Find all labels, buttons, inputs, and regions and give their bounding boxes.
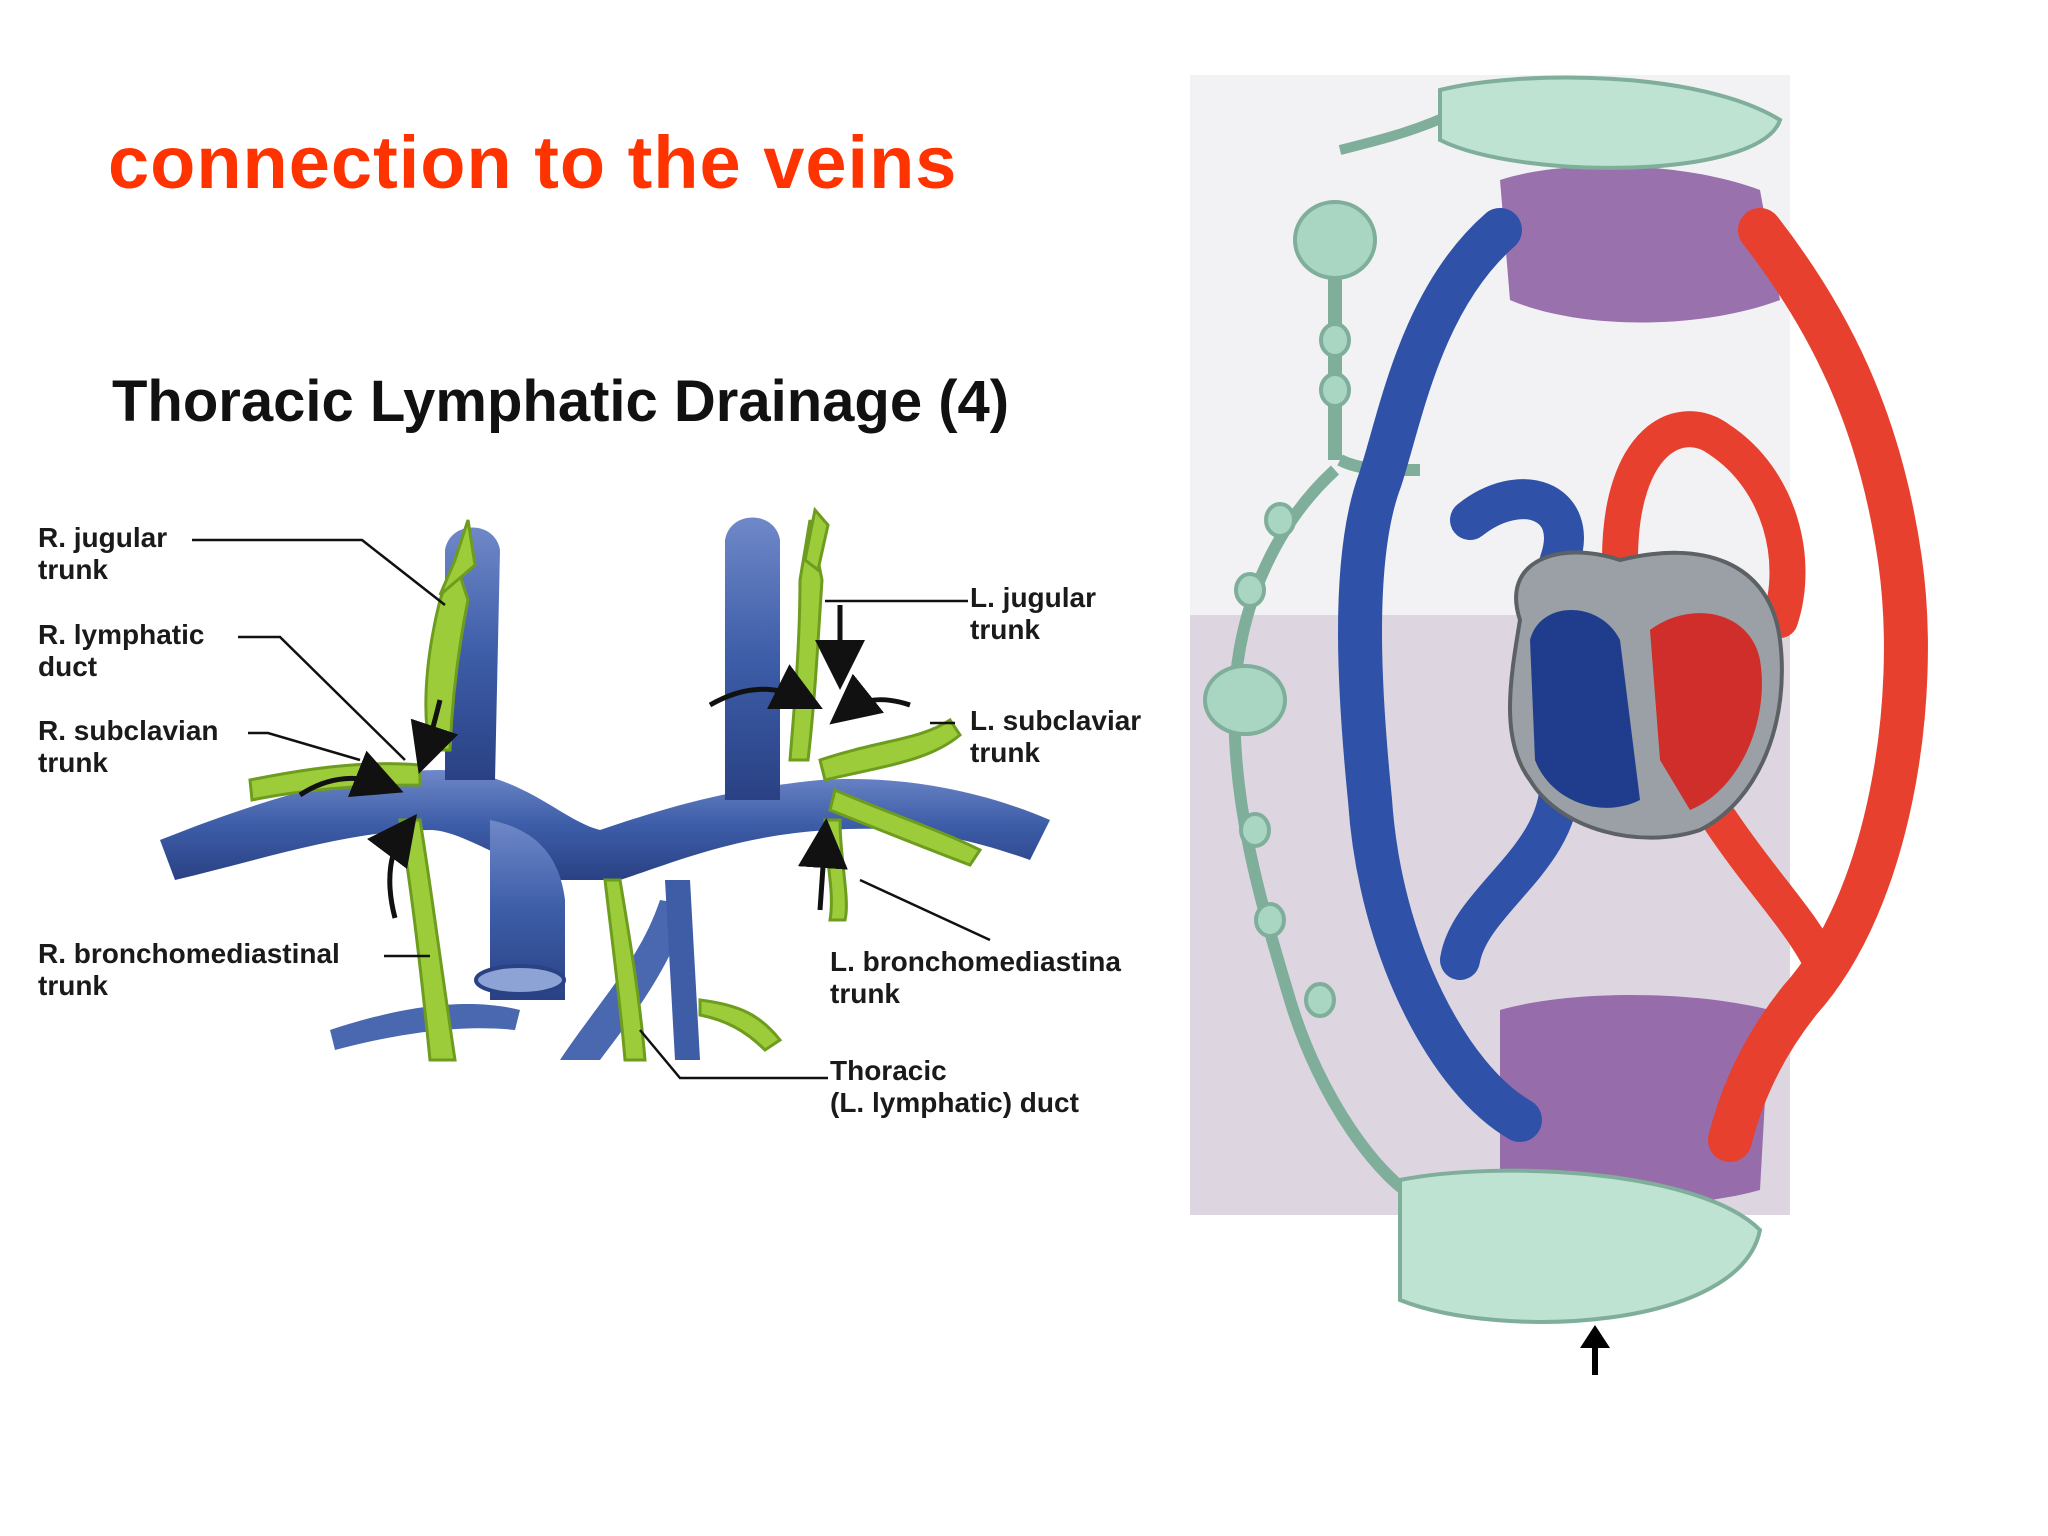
leader-lines [192, 538, 991, 1080]
label-l-jugular-trunk: L. jugular trunk [970, 582, 1096, 646]
label-line: (L. lymphatic) duct [830, 1087, 1079, 1118]
label-thoracic-duct: Thoracic (L. lymphatic) duct [830, 1055, 1079, 1119]
label-line: Thoracic [830, 1055, 947, 1086]
lymph-vessel-chain [1203, 105, 1463, 1206]
label-r-bronchomediastinal-trunk: R. bronchomediastinal trunk [38, 938, 340, 1002]
arterial-arch [1602, 411, 1806, 638]
label-line: L. bronchomediastina [830, 946, 1121, 977]
label-r-jugular-trunk: R. jugular trunk [38, 522, 167, 586]
label-line: trunk [38, 747, 108, 778]
label-line: R. lymphatic [38, 619, 205, 650]
veins [160, 517, 1050, 1060]
label-l-subclavian-trunk: L. subclaviar trunk [970, 705, 1141, 769]
label-line: R. jugular [38, 522, 168, 553]
label-line: R. bronchomediastinal [38, 938, 340, 969]
slide-title: connection to the veins [108, 121, 958, 204]
label-l-bronchomediastinal-trunk: L. bronchomediastina trunk [830, 946, 1121, 1010]
label-line: trunk [830, 978, 900, 1009]
label-r-subclavian-trunk: R. subclavian trunk [38, 715, 219, 779]
capillary-bed-bottom [1398, 995, 1770, 1324]
label-r-lymphatic-duct: R. lymphatic duct [38, 619, 204, 683]
venous-loop [1338, 208, 1542, 1142]
figure-title: Thoracic Lymphatic Drainage (4) [112, 369, 1010, 434]
label-line: trunk [970, 614, 1040, 645]
label-line: L. subclaviar [970, 705, 1142, 736]
flow-arrows [298, 605, 911, 919]
label-line: trunk [38, 970, 108, 1001]
bottom-arrow [1580, 1325, 1610, 1375]
label-line: trunk [970, 737, 1040, 768]
label-line: duct [38, 651, 98, 682]
heart-illustration [1508, 550, 1784, 840]
label-line: L. jugular [970, 582, 1096, 613]
label-line: trunk [38, 554, 108, 585]
capillary-bed-top [1438, 75, 1783, 323]
label-line: R. subclavian [38, 715, 219, 746]
arterial-lower [1702, 802, 1838, 978]
arterial-loop [1708, 208, 1928, 1162]
